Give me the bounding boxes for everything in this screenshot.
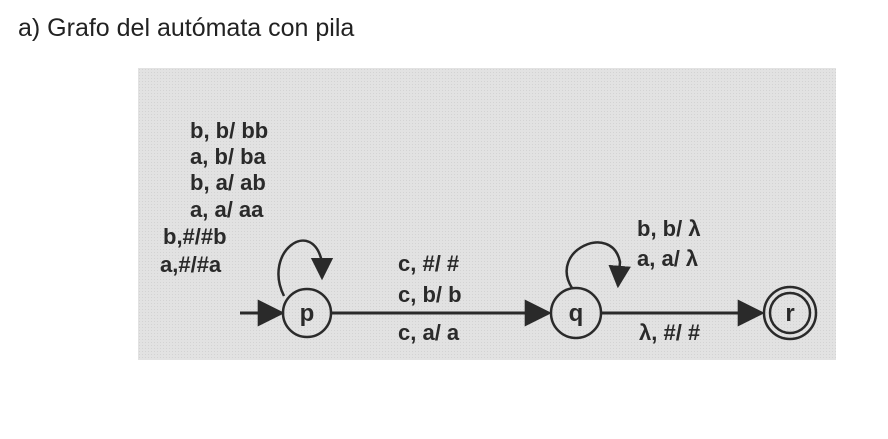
edge-pq-label: c, #/ # (398, 251, 459, 276)
edge-pq-label: c, a/ a (398, 320, 460, 345)
loop-p-label: a, a/ aa (190, 197, 264, 222)
edge-pq-label: c, b/ b (398, 282, 462, 307)
loop-p-label: b, b/ bb (190, 118, 268, 143)
loop-p-label: a,#/#a (160, 252, 222, 277)
state-p: p (281, 287, 333, 339)
self-loop-q (565, 241, 631, 289)
state-r-label: r (785, 300, 794, 327)
loop-p-label: b, a/ ab (190, 170, 266, 195)
state-r-accepting: r (762, 285, 818, 341)
self-loop-p (277, 239, 334, 297)
state-q: q (549, 286, 603, 340)
loop-p-label: b,#/#b (163, 224, 227, 249)
loop-q-label: a, a/ λ (637, 246, 698, 271)
loop-q-label: b, b/ λ (637, 216, 701, 241)
loop-p-label: a, b/ ba (190, 144, 267, 169)
state-q-label: q (569, 300, 584, 327)
edge-qr-label: λ, #/ # (639, 320, 700, 345)
diagram-panel (138, 68, 836, 360)
state-p-label: p (300, 300, 315, 327)
figure-heading: a) Grafo del autómata con pila (18, 14, 355, 42)
